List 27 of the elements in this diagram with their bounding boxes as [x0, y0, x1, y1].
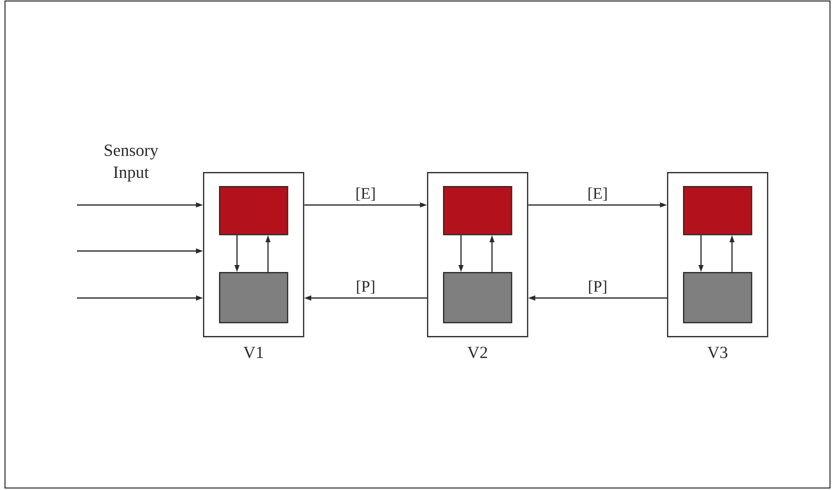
edge-label: [E]	[588, 188, 607, 201]
arrow	[77, 248, 203, 254]
unit-box	[219, 186, 288, 236]
arrow	[698, 235, 704, 272]
arrow	[265, 235, 271, 272]
unit-box	[683, 186, 752, 236]
unit-box	[219, 272, 288, 324]
arrow	[528, 295, 667, 301]
input-label: Sensory Input	[104, 144, 158, 182]
unit-box	[443, 186, 512, 236]
arrow	[458, 235, 464, 272]
arrow	[77, 295, 203, 301]
arrow	[234, 235, 240, 272]
arrow	[729, 235, 735, 272]
arrow	[528, 202, 667, 208]
edge-label: [E]	[356, 188, 375, 201]
area-label: V2	[467, 346, 488, 358]
unit-box	[443, 272, 512, 324]
arrow	[489, 235, 495, 272]
area-label: V1	[243, 346, 263, 358]
arrow	[77, 202, 203, 208]
edge-label: [P]	[357, 280, 374, 294]
arrow	[304, 295, 427, 301]
edge-label: [P]	[589, 280, 606, 294]
area-label: V3	[707, 346, 728, 358]
arrow	[304, 202, 427, 208]
unit-box	[683, 272, 752, 324]
